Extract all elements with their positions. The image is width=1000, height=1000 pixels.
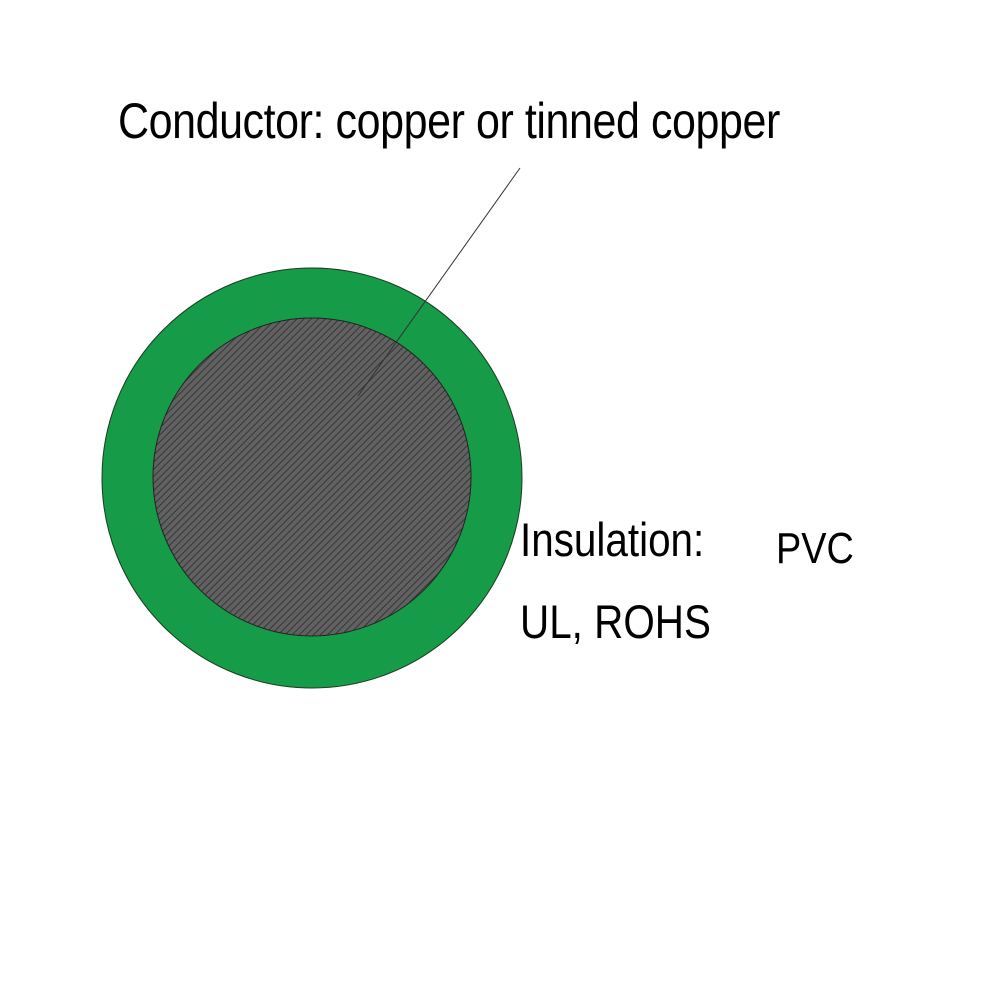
certifications-label: UL, ROHS — [520, 595, 711, 648]
conductor-label: Conductor: copper or tinned copper — [118, 93, 780, 149]
insulation-label: Insulation: — [520, 513, 705, 566]
conductor-leader-line — [357, 167, 521, 397]
conductor-core — [152, 317, 472, 637]
insulation-material-label: PVC — [776, 524, 854, 573]
